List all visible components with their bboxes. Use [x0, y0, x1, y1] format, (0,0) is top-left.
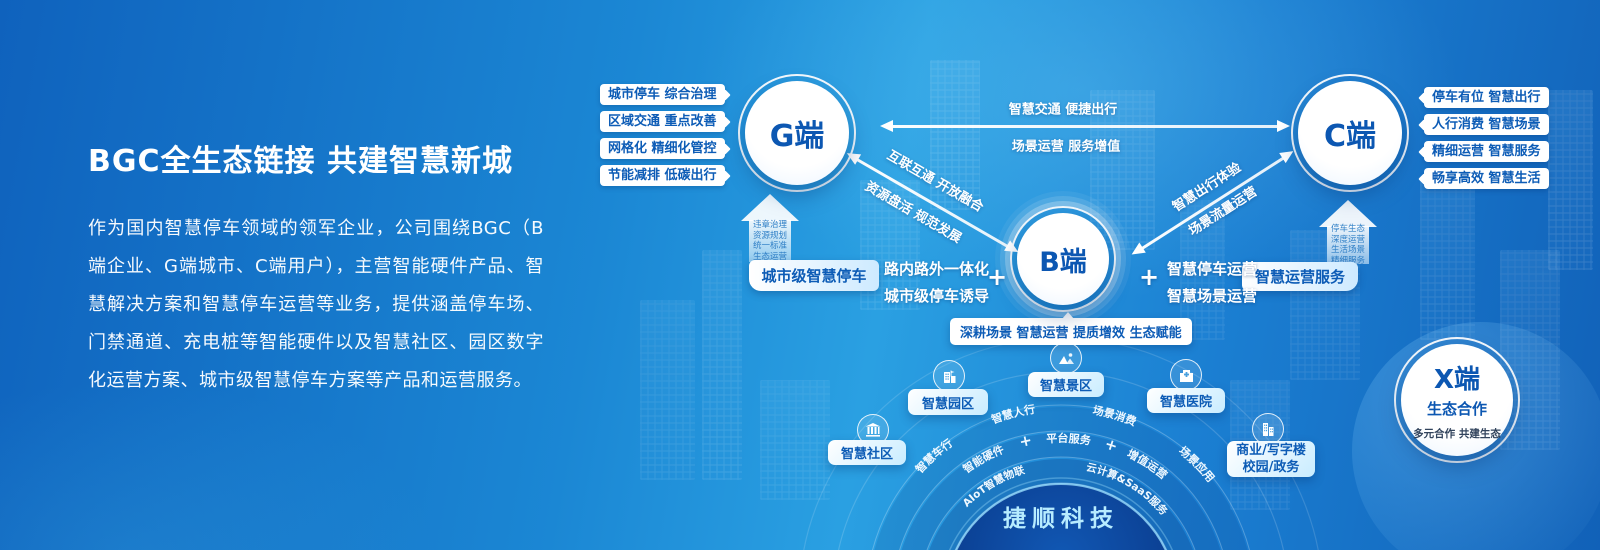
left-flow-arrowhead [741, 194, 799, 221]
x-node-subtitle: 生态合作 [1426, 400, 1487, 418]
scene-label: 校园/政务 [1242, 460, 1300, 475]
city-smart-parking-box: 城市级智慧停车 [749, 260, 879, 291]
city-building-decoration [702, 250, 742, 480]
scene-card-office: 商业/写字楼 校园/政务 [1227, 441, 1315, 477]
plus-icon: + [1138, 263, 1160, 291]
scene-label: 智慧社区 [840, 447, 893, 462]
scene-card-hospital: 智慧医院 [1147, 388, 1225, 413]
g-tag: 节能减排 低碳出行 [600, 165, 725, 186]
scene-label: 商业/写字楼 [1236, 443, 1306, 458]
x-node: X端 生态合作 多元合作 共建生态 [1394, 337, 1520, 463]
city-building-decoration [640, 300, 695, 480]
smart-operation-services-box: 智慧运营服务 [1242, 262, 1358, 291]
b-left-line: 城市级停车诱导 [884, 287, 990, 305]
b-right-lines: 智慧停车运营 智慧场景运营 [1167, 256, 1257, 310]
g-node: G端 [738, 74, 856, 192]
scene-label: 智慧医院 [1159, 395, 1212, 410]
company-name: 捷顺科技 [1003, 506, 1119, 532]
b-left-lines: 路内路外一体化 城市级停车诱导 [884, 256, 989, 310]
city-building-decoration [1180, 200, 1225, 340]
c-tag: 精细运营 智慧服务 [1424, 141, 1549, 162]
c-node-label: C端 [1323, 119, 1377, 154]
c-node: C端 [1291, 74, 1409, 192]
ring-label-platform-services: 平台服务 [1046, 431, 1093, 448]
c-tag: 停车有位 智慧出行 [1424, 87, 1549, 108]
flow-step: 精细服务 [1330, 255, 1365, 266]
c-tag: 人行消费 智慧场景 [1424, 114, 1549, 135]
flow-step: 资源规划 [752, 230, 787, 241]
ring-plus-icon: + [1103, 434, 1121, 455]
b-node: B端 [1010, 206, 1116, 312]
g-tag: 网格化 精细化管控 [600, 138, 725, 159]
plus-icon: + [986, 263, 1008, 291]
campus-building-icon [933, 360, 965, 392]
gc-arrow-bottom-label: 场景运营 服务增值 [1011, 139, 1121, 155]
left-flow-steps: 违章治理 资源规划 统一标准 生态运营 [749, 220, 791, 262]
flow-step: 停车生态 [1330, 224, 1365, 234]
gc-arrow [880, 120, 1290, 132]
platform-fan-chart: 智慧车行 智慧人行 场景消费 场景应用 智能硬件 + 平台服务 + 增值运营 A… [803, 337, 1319, 550]
g-tag: 城市停车 综合治理 [600, 84, 725, 105]
flow-step: 生活场景 [1330, 245, 1365, 255]
flow-step: 统一标准 [752, 241, 787, 251]
c-tag: 畅享高效 智慧生活 [1424, 168, 1549, 189]
page-description: 作为国内智慧停车领域的领军企业，公司围绕BGC（B端企业、G端城市、C端用户），… [88, 218, 544, 391]
svg-text:+: + [1017, 431, 1033, 451]
g-tag: 区域交通 重点改善 [600, 111, 725, 132]
x-node-label: X端 [1433, 365, 1481, 395]
left-bottom-glow-decoration [0, 380, 440, 550]
hospital-cross-icon [1170, 359, 1202, 391]
b-left-line: 路内路外一体化 [884, 260, 990, 278]
right-flow-steps: 停车生态 深度运营 生活场景 精细服务 [1327, 224, 1369, 266]
scene-card-scenic: 智慧景区 [1028, 372, 1104, 397]
svg-text:平台服务: 平台服务 [1046, 431, 1093, 448]
b-benefits-bubble: 深耕场景 智慧运营 提质增效 生态赋能 [950, 312, 1192, 345]
city-building-decoration [930, 60, 980, 210]
right-flow-arrowhead [1319, 200, 1377, 227]
b-right-line: 智慧停车运营 [1167, 260, 1258, 278]
flow-step: 深度运营 [1330, 234, 1365, 245]
scene-card-campus: 智慧园区 [908, 389, 988, 415]
scene-label: 智慧园区 [921, 396, 974, 412]
ring-plus-icon: + [1017, 431, 1033, 451]
x-node-caption: 多元合作 共建生态 [1413, 428, 1501, 440]
office-towers-icon [1252, 413, 1284, 445]
b-right-line: 智慧场景运营 [1167, 287, 1258, 305]
flow-step: 生态运营 [752, 251, 787, 262]
city-building-decoration [1420, 180, 1475, 340]
mountain-scenic-icon [1050, 342, 1082, 374]
city-building-decoration [760, 380, 830, 500]
g-node-label: G端 [769, 119, 825, 154]
page-title: BGC全生态链接 共建智慧新城 [88, 144, 513, 179]
scene-label: 智慧景区 [1039, 379, 1092, 394]
gc-arrow-top-label: 智慧交通 便捷出行 [1008, 102, 1118, 118]
scene-card-community: 智慧社区 [828, 440, 906, 465]
city-building-decoration [1548, 90, 1593, 270]
b-node-label: B端 [1039, 246, 1087, 278]
flow-step: 违章治理 [752, 220, 787, 230]
svg-text:+: + [1103, 434, 1121, 455]
